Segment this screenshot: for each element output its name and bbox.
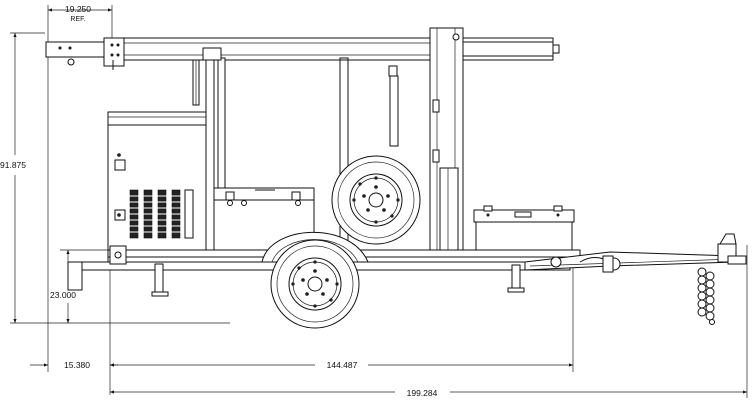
generator-vents [128, 189, 184, 239]
dim-hitch-height: 23.000 [50, 290, 76, 300]
mast [45, 37, 560, 70]
dimension-lines [10, 5, 748, 398]
dim-top-reference-note: REF. [70, 16, 85, 23]
generator-housing [107, 111, 207, 251]
dim-overall-height: 91.875 [0, 160, 26, 170]
spare-tire [331, 155, 421, 245]
support-frame [192, 47, 430, 251]
road-tire [270, 239, 360, 329]
dim-top-reference: 19.250 [65, 4, 91, 14]
toolbox [473, 205, 575, 251]
dim-overall-length: 199.284 [407, 388, 438, 398]
safety-chain [697, 267, 715, 325]
dim-axle-to-hitch: 144.487 [327, 360, 358, 370]
dim-front-offset: 15.380 [64, 360, 90, 370]
tongue-hitch [524, 233, 747, 325]
